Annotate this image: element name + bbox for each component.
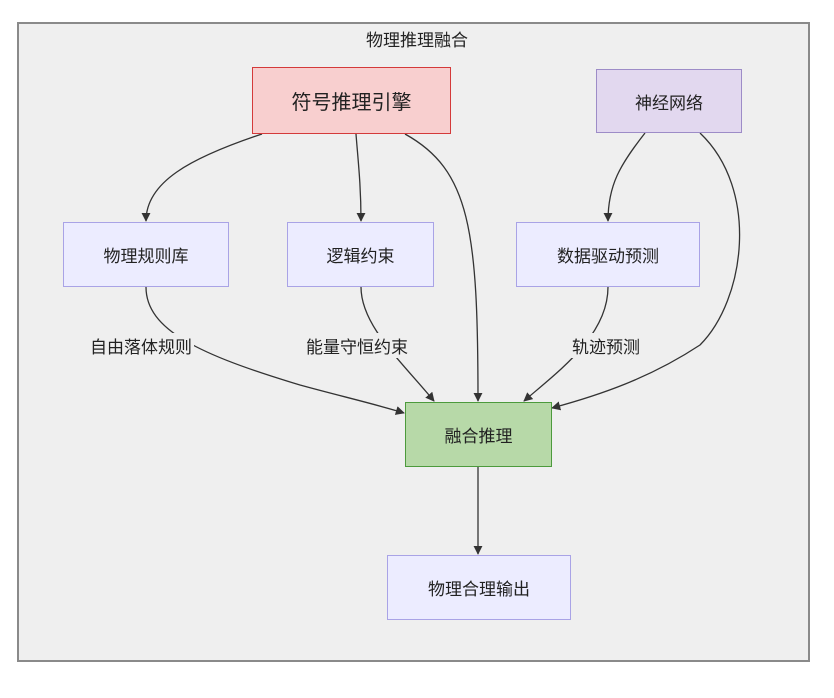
node-fusion-label: 融合推理 — [444, 427, 513, 447]
node-data-prediction: 数据驱动预测 — [516, 222, 700, 287]
node-neural-network-label: 神经网络 — [635, 93, 703, 114]
edge-engine-to-fusion — [404, 133, 483, 402]
node-output-label: 物理合理输出 — [428, 580, 530, 600]
node-neural-network: 神经网络 — [596, 69, 742, 133]
edge-neural-to-prediction — [603, 132, 646, 222]
edge-rules-to-fusion — [145, 286, 405, 415]
edge-neural-to-fusion — [551, 132, 741, 411]
node-symbolic-engine: 符号推理引擎 — [252, 67, 451, 134]
edge-label-energy: 能量守恒约束 — [304, 333, 410, 358]
node-logic-constraints-label: 逻辑约束 — [326, 247, 395, 267]
node-output: 物理合理输出 — [387, 555, 571, 620]
diagram-title: 物理推理融合 — [366, 31, 468, 51]
edge-engine-to-logic — [355, 133, 366, 222]
edge-engine-to-rules — [141, 133, 263, 222]
edge-label-trajectory: 轨迹预测 — [570, 333, 642, 358]
node-fusion: 融合推理 — [405, 402, 552, 467]
node-symbolic-engine-label: 符号推理引擎 — [291, 90, 412, 114]
node-data-prediction-label: 数据驱动预测 — [557, 247, 659, 267]
node-physics-rules-label: 物理规则库 — [103, 247, 189, 267]
edge-label-freefall: 自由落体规则 — [88, 333, 194, 358]
node-physics-rules: 物理规则库 — [63, 222, 229, 287]
node-logic-constraints: 逻辑约束 — [287, 222, 434, 287]
